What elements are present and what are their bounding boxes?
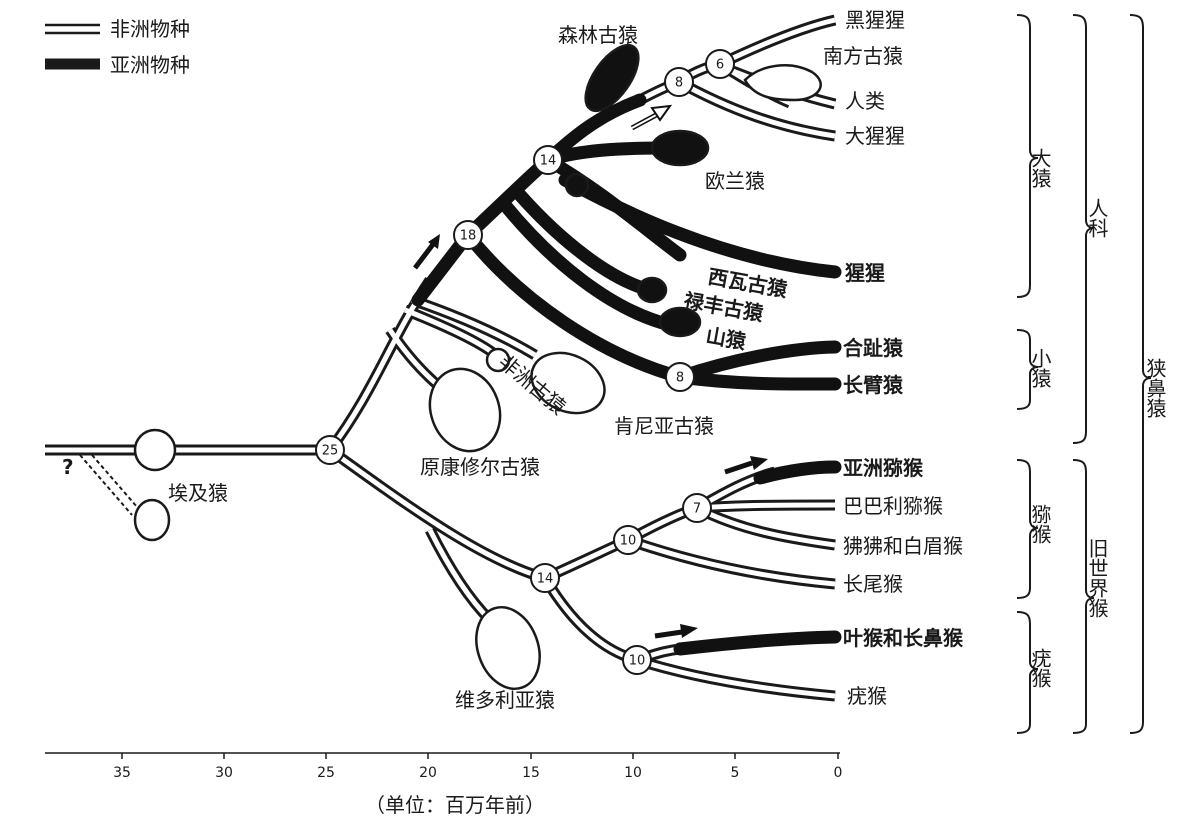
dryopith-blob: [584, 43, 640, 113]
victoriapith-blob: [475, 605, 541, 691]
nodes: 25 18 14 8 6 8 14 10 7 10: [315, 49, 735, 675]
svg-text:18: 18: [460, 229, 477, 244]
node-8-gibbon: 8: [665, 362, 695, 392]
label-unknown: ?: [62, 455, 74, 479]
asian-branches: [411, 93, 842, 656]
tick-20: 20: [419, 765, 437, 781]
svg-text:14: 14: [537, 572, 554, 587]
node-25: 25: [315, 435, 345, 465]
bracket-colobines: [1016, 611, 1039, 734]
svg-text:7: 7: [693, 502, 701, 517]
label-guenon: 长尾猴: [843, 572, 903, 596]
svg-text:25: 25: [322, 444, 339, 459]
label-asian-macaque: 亚洲猕猴: [843, 456, 924, 480]
tick-35: 35: [113, 765, 131, 781]
group-great-apes: 大猿: [1028, 148, 1052, 188]
svg-text:6: 6: [716, 58, 724, 73]
lufengpith-blob: [636, 276, 668, 304]
label-oreopith: 山猿: [704, 323, 749, 354]
svg-text:10: 10: [620, 534, 637, 549]
axis-unit-label: （单位：百万年前）: [365, 793, 545, 817]
ouranopith-blob: [650, 129, 710, 167]
label-baboon-mangabey: 狒狒和白眉猴: [843, 534, 963, 558]
label-gorilla: 大猩猩: [845, 124, 905, 148]
node-14-monkey: 14: [530, 563, 560, 593]
label-chimp: 黑猩猩: [845, 8, 905, 32]
svg-text:10: 10: [629, 654, 646, 669]
time-axis: 35 30 25 20 15 10 5 0 （单位：百万年前）: [45, 752, 843, 817]
legend-african-label: 非洲物种: [110, 17, 190, 41]
proconsul-blob: [428, 367, 502, 453]
label-kenyapith: 肯尼亚古猿: [614, 414, 714, 438]
tick-0: 0: [834, 765, 843, 781]
label-siamang: 合趾猿: [843, 336, 904, 360]
legend: 非洲物种 亚洲物种: [45, 17, 190, 77]
label-colobus: 疣猴: [847, 684, 887, 708]
label-gibbon: 长臂猿: [843, 373, 904, 397]
tick-25: 25: [317, 765, 335, 781]
arrow-to-asia-2-head: [750, 456, 768, 470]
african-branches: [45, 14, 837, 702]
tick-10: 10: [624, 765, 642, 781]
label-human: 人类: [845, 89, 885, 113]
legend-asian-label: 亚洲物种: [110, 53, 190, 77]
bracket-great-apes: [1016, 14, 1039, 298]
svg-text:14: 14: [540, 154, 557, 169]
arrow-to-asia-1-head: [428, 234, 440, 249]
node-7: 7: [682, 493, 712, 523]
label-aegyptopith: 埃及猿: [168, 481, 228, 505]
aegyptopith-blob-lower: [133, 498, 171, 542]
node-14-ape: 14: [533, 145, 563, 175]
oreopith-blob: [658, 306, 702, 338]
migration-arrows: [413, 104, 768, 639]
svg-text:8: 8: [675, 76, 683, 91]
arrow-to-asia-3: [654, 629, 683, 639]
node-8-ape: 8: [664, 67, 694, 97]
bracket-catarrhines: [1129, 14, 1152, 734]
aegyptopith-blob-upper: [133, 428, 177, 472]
afropith-blob: [485, 347, 511, 373]
taxon-labels: 黑猩猩 南方古猿 人类 大猩猩 森林古猿 欧兰猿 猩猩 西瓦古猿 禄丰古猿 山猿…: [62, 8, 964, 712]
label-barbary-macaque: 巴巴利猕猴: [843, 494, 943, 518]
node-6: 6: [705, 49, 735, 79]
label-victoriapith: 维多利亚猿: [455, 688, 555, 712]
group-labels: 大猿 小猿 人科 猕猴 疣猴 旧世界猴 狭鼻猿: [1028, 148, 1167, 688]
bracket-old-world-monkeys: [1072, 459, 1095, 734]
node-10-colobine: 10: [622, 645, 652, 675]
bracket-lesser-apes: [1016, 329, 1039, 410]
legend-african-swatch: [45, 23, 100, 35]
node-10-cercopith: 10: [613, 525, 643, 555]
tick-30: 30: [215, 765, 233, 781]
bracket-hominoids: [1072, 14, 1095, 444]
node-18: 18: [453, 220, 483, 250]
arrow-to-africa-head: [650, 104, 673, 122]
label-australopith: 南方古猿: [823, 44, 903, 68]
svg-text:8: 8: [676, 371, 684, 386]
group-catarrhines: 狭鼻猿: [1143, 358, 1167, 418]
group-old-world-monkeys: 旧世界猴: [1085, 538, 1109, 618]
sivapith-blob-head: [564, 172, 590, 198]
label-langur-proboscis: 叶猴和长鼻猴: [843, 626, 964, 650]
group-lesser-apes: 小猿: [1028, 348, 1052, 388]
fossil-blobs: [133, 43, 822, 691]
group-brackets: [1016, 14, 1152, 734]
uncertain-lineage: [79, 454, 145, 516]
kenyapith-blob: [530, 351, 606, 415]
group-hominoids: 人科: [1085, 198, 1109, 238]
arrow-to-asia-2: [724, 460, 753, 475]
australopith-blob: [743, 64, 822, 102]
tick-5: 5: [731, 765, 740, 781]
label-orangutan: 猩猩: [844, 261, 885, 285]
arrow-to-asia-1: [413, 241, 436, 270]
tick-15: 15: [522, 765, 540, 781]
group-macaques: 猕猴: [1028, 504, 1052, 544]
bracket-macaques: [1016, 459, 1039, 599]
label-proconsul: 原康修尔古猿: [420, 455, 540, 479]
arrow-to-asia-3-head: [680, 624, 698, 638]
group-colobines: 疣猴: [1028, 648, 1052, 688]
label-dryopith: 森林古猿: [558, 23, 638, 47]
label-ouranopith: 欧兰猿: [705, 169, 765, 193]
